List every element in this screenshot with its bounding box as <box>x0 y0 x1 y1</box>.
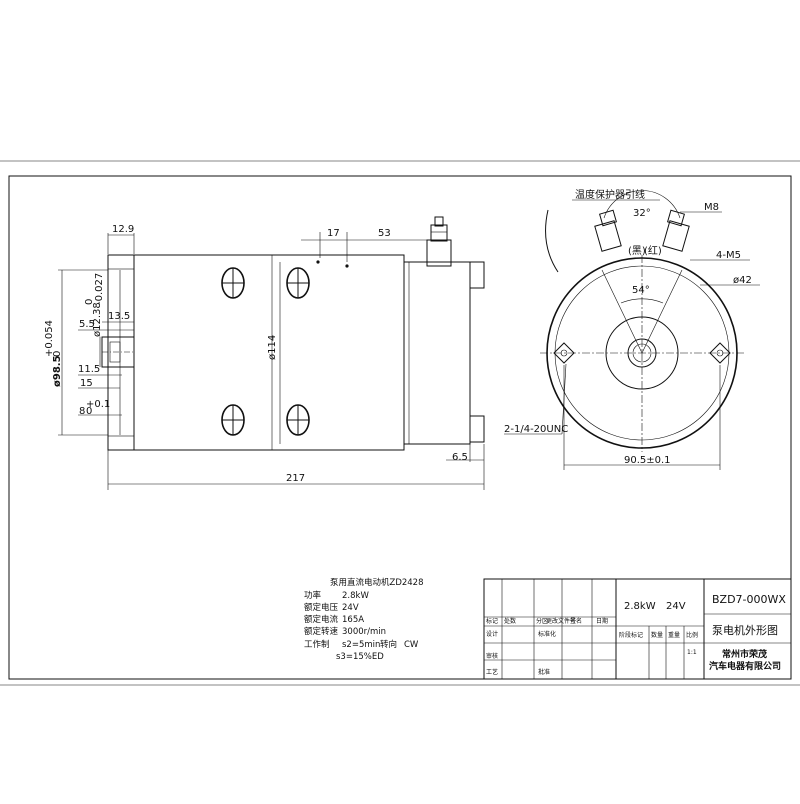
label-4-m5: 4-M5 <box>716 250 741 261</box>
tb-role-approve: 批准 <box>538 668 550 676</box>
dim-d98-5: ø98.5 <box>52 355 63 387</box>
mark-dot <box>345 264 349 268</box>
tb-role-process: 工艺 <box>486 668 498 676</box>
spec-value-power: 2.8kW <box>342 591 369 601</box>
tb-rev-header: 签名 <box>570 617 582 625</box>
dim-17: 17 <box>327 228 340 239</box>
end-view: 温度保护器引线 32° M8 (黑) (红) 4-M5 54° ø42 2-1/… <box>504 188 760 470</box>
spec-label-rotation: 转向 <box>380 639 397 650</box>
tb-role-check: 审核 <box>486 652 498 660</box>
dim-32: 32° <box>633 208 651 219</box>
flange-hatch-top <box>107 254 135 270</box>
tb-rev-header: 更改文件号 <box>546 617 576 625</box>
shaft-key <box>109 341 121 363</box>
tb-company-2: 汽车电器有限公司 <box>709 660 781 672</box>
dim-d114: ø114 <box>267 335 278 360</box>
tb-rev-header: 日期 <box>596 617 608 625</box>
dim-90-5: 90.5±0.1 <box>624 455 671 466</box>
dim-8: 8 <box>79 406 85 417</box>
spec-value-voltage: 24V <box>342 603 359 613</box>
tb-stage-header: 数量 <box>651 631 663 639</box>
angle-arc-32 <box>603 190 681 219</box>
spec-label-speed: 额定转速 <box>304 626 339 637</box>
terminal-tip <box>434 216 444 227</box>
terminal-nut <box>430 224 448 242</box>
mark-dot <box>316 260 320 264</box>
dim-d12-38-tol-low: -0.027 <box>94 273 105 305</box>
dim-8-tol-low: 0 <box>86 406 92 417</box>
dim-d98-5-tol-up: +0.054 <box>44 320 55 357</box>
lead-wire <box>545 209 559 273</box>
dim-217: 217 <box>286 473 305 484</box>
flange-hatch-bottom <box>107 435 135 451</box>
mounting-hole-right <box>709 342 731 364</box>
tb-scale: 1:1 <box>687 649 697 656</box>
angle-line <box>641 269 683 354</box>
dim-54: 54° <box>632 285 650 296</box>
angle-arc-54 <box>620 298 664 304</box>
dim-11-5: 11.5 <box>78 364 100 375</box>
spec-value-duty: s2=5min <box>342 640 380 650</box>
body-screws <box>221 267 310 436</box>
tb-drawing-name: 泵电机外形图 <box>712 623 778 637</box>
dim-13-5: 13.5 <box>108 311 130 322</box>
spec-label-duty: 工作制 <box>304 639 330 650</box>
tb-rev-header: 处数 <box>504 617 516 625</box>
dim-12-9: 12.9 <box>112 224 134 235</box>
spec-label-current: 额定电流 <box>304 614 339 625</box>
dim-15: 15 <box>80 378 93 389</box>
side-dimensions: 12.9 17 53 ø114 ø12.38 0 -0.027 13.5 5.5… <box>44 224 485 490</box>
angle-line <box>601 269 643 354</box>
terminal-right <box>662 220 690 252</box>
label-black: (黑) <box>628 245 646 257</box>
dim-d98-5-tol-low: 0 <box>52 351 63 357</box>
tb-role-standard: 标准化 <box>538 630 556 638</box>
tb-company-1: 常州市荣茂 <box>722 648 767 660</box>
spec-label-voltage: 额定电压 <box>304 602 339 613</box>
spec-value-speed: 3000r/min <box>342 627 386 637</box>
spec-label-power: 功率 <box>304 590 322 601</box>
tb-voltage: 24V <box>666 601 686 612</box>
title-block: 2.8kW 24V BZD7-000WX 泵电机外形图 常州市荣茂 汽车电器有限… <box>483 578 792 680</box>
label-thread: 2-1/4-20UNC <box>504 424 568 435</box>
end-cap <box>403 261 471 445</box>
terminal-stud <box>426 239 452 267</box>
dim-5-5: 5.5 <box>79 319 95 330</box>
terminal-left <box>594 220 622 252</box>
tb-drawing-no: BZD7-000WX <box>712 593 786 606</box>
spec-value-rotation: CW <box>404 640 419 650</box>
label-temp-lead: 温度保护器引线 <box>575 188 645 201</box>
side-view: 12.9 17 53 ø114 ø12.38 0 -0.027 13.5 5.5… <box>44 216 485 490</box>
tb-stage-header: 阶段标记 <box>619 631 643 639</box>
end-view-labels: 温度保护器引线 32° M8 (黑) (红) 4-M5 54° ø42 2-1/… <box>504 188 760 470</box>
mounting-hole-left <box>553 342 575 364</box>
dim-d42: ø42 <box>733 275 752 286</box>
label-m8: M8 <box>704 202 719 213</box>
tb-rev-header: 标记 <box>486 617 498 625</box>
tb-power: 2.8kW <box>624 601 656 612</box>
tb-stage-header: 重量 <box>668 631 680 639</box>
tb-rev-header: 分区 <box>536 617 548 625</box>
dim-8-tol-up: +0.1 <box>86 399 110 410</box>
spec-value-current: 165A <box>342 615 364 625</box>
drawing-border <box>8 175 792 680</box>
end-cap-boss-top <box>469 261 485 289</box>
spec-value-duty-2: s3=15%ED <box>336 652 384 662</box>
dim-53: 53 <box>378 228 391 239</box>
title-block-frame <box>483 578 792 680</box>
spec-block: 泵用直流电动机ZD2428 功率 2.8kW 额定电压 24V 额定电流 165… <box>304 577 424 662</box>
terminal-left-cap <box>598 209 618 227</box>
dim-d12-38-tol-up: 0 <box>84 299 95 305</box>
flange-outline <box>107 254 135 451</box>
dim-d12-38: ø12.38 <box>92 302 103 337</box>
spec-title: 泵用直流电动机ZD2428 <box>330 577 424 588</box>
dim-6-5: 6.5 <box>452 452 468 463</box>
tb-role-design: 设计 <box>486 630 498 638</box>
end-cap-boss-bottom <box>469 415 485 443</box>
terminal-right-cap <box>666 209 686 227</box>
label-red: (红) <box>644 244 662 257</box>
tb-stage-header: 比例 <box>686 631 698 639</box>
